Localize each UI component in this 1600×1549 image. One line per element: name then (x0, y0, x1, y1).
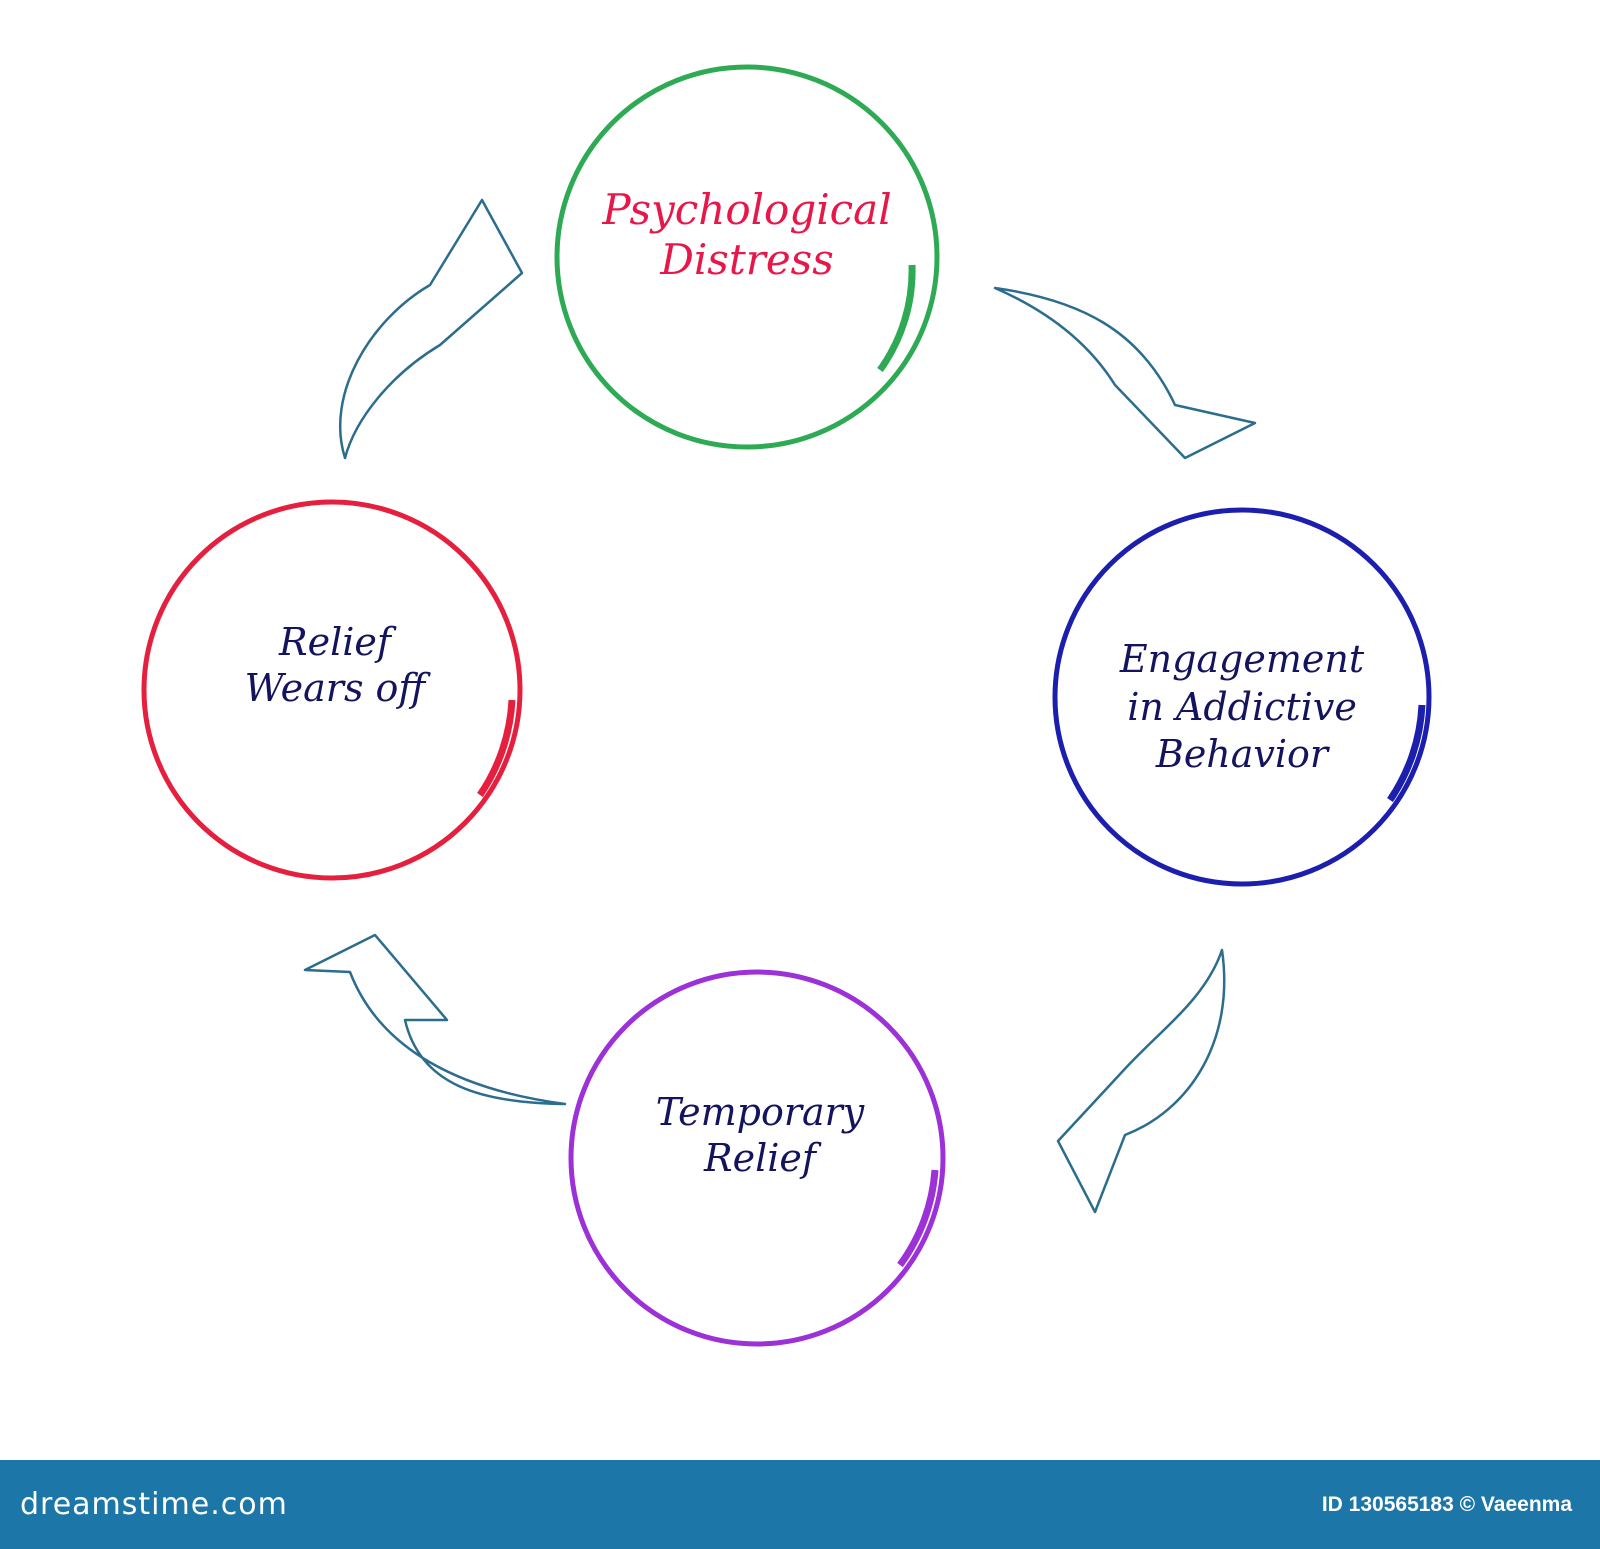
label-line: Relief (704, 1135, 816, 1180)
label-line: Engagement (1119, 637, 1365, 681)
ring-engagement (1052, 507, 1432, 887)
label-line: Wears off (244, 665, 426, 710)
label-temporary-relief: Temporary Relief (590, 1090, 930, 1181)
arrow-temporary-relief-to-relief-wears-off (303, 933, 567, 1106)
arrow-relief-wears-off-to-distress (339, 198, 524, 460)
label-engagement: Engagement in Addictive Behavior (1062, 636, 1422, 779)
label-psychological-distress: Psychological Distress (552, 185, 942, 286)
watermark-footer: dreamstime.com ID 130565183 © Vaeenma (0, 1460, 1600, 1549)
label-line: in Addictive (1127, 684, 1357, 729)
arrow-engagement-to-temporary-relief (1056, 948, 1226, 1214)
ring-relief-wears-off (141, 499, 523, 881)
label-line: Behavior (1155, 732, 1329, 776)
ring-psychological-distress (554, 64, 940, 450)
cycle-diagram-graphic (141, 64, 1432, 1347)
label-relief-wears-off: Relief Wears off (170, 620, 500, 711)
label-line: Temporary (655, 1090, 865, 1134)
arrow-distress-to-engagement (993, 286, 1257, 460)
label-line: Relief (279, 620, 391, 664)
ring-temporary-relief (568, 969, 946, 1347)
label-line: Psychological (602, 185, 892, 234)
image-credit: ID 130565183 © Vaeenma (1321, 1492, 1572, 1516)
label-line: Distress (660, 235, 834, 285)
brand-logo: dreamstime.com (20, 1487, 288, 1522)
cycle-diagram: Psychological Distress Engagement in Add… (141, 64, 1432, 1347)
